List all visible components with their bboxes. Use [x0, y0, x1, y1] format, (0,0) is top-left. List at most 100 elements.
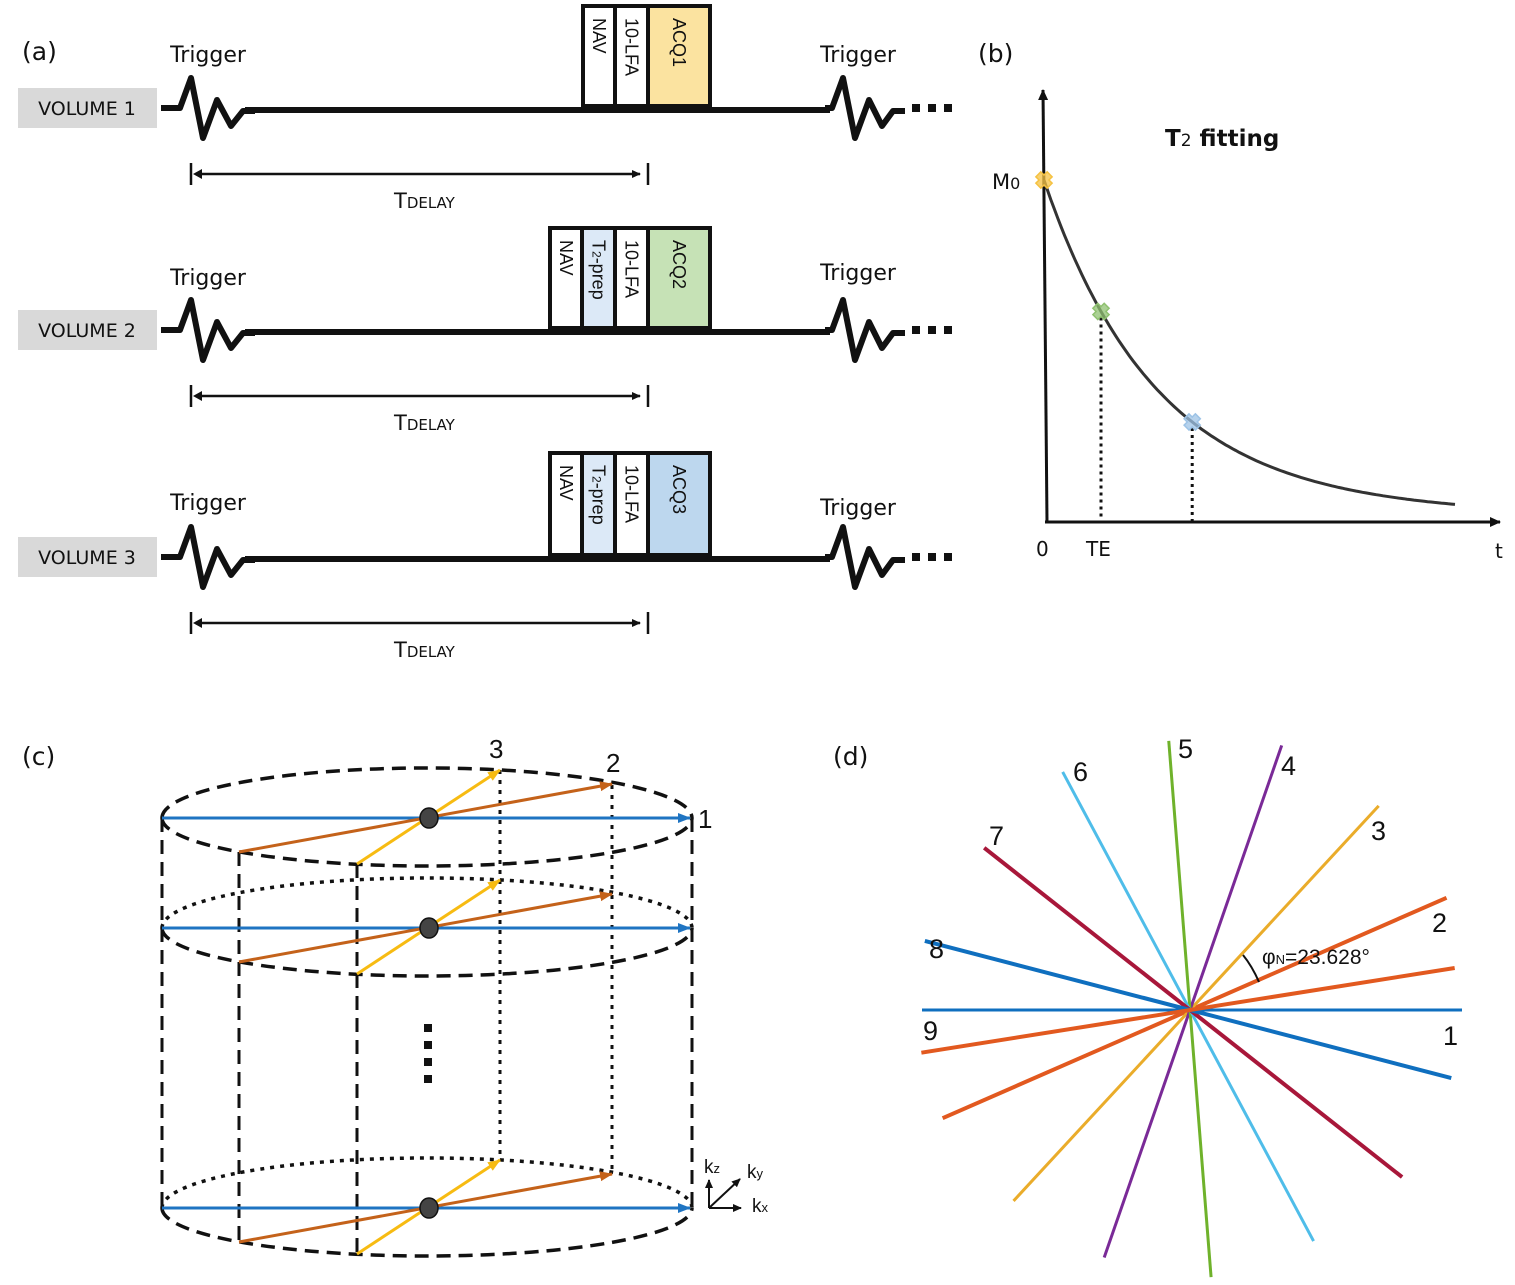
angle-arc [1242, 954, 1260, 983]
svg-text:ACQ1: ACQ1 [669, 18, 689, 67]
ellipse-front-half [160, 927, 694, 978]
sequence-block-nav: NAV [581, 4, 617, 108]
spoke-label-6: 6 [1073, 757, 1088, 787]
kz-partition-3 [160, 1156, 694, 1258]
spoke-label-3: 3 [489, 734, 503, 764]
trigger-waveform-right [825, 524, 905, 590]
svg-text:T2-prep: T2-prep [589, 240, 609, 300]
kz-label: kz [704, 1157, 720, 1178]
data-point-acq1 [1034, 170, 1054, 190]
continuation-dot [912, 553, 920, 561]
continuation-dot [928, 553, 936, 561]
ky-axis-arrow [708, 1178, 741, 1209]
sequence-block-acq3: ACQ3 [646, 451, 712, 557]
svg-text:10-LFA: 10-LFA [622, 240, 642, 298]
panel-a-label: (a) [22, 37, 57, 66]
kz-partition-2 [160, 876, 694, 978]
y-axis-label-m0: M0 [992, 170, 1020, 194]
x-tick-zero: 0 [1036, 537, 1049, 561]
continuation-dot [912, 326, 920, 334]
t2-fitting-chart: T2 fitting M0 0 TE t [992, 89, 1503, 563]
trigger-waveform-right [825, 75, 905, 141]
tdelay-arrowhead-left [193, 391, 202, 401]
svg-text:10-LFA: 10-LFA [622, 18, 642, 76]
sequence-block-acq1: ACQ1 [646, 4, 712, 108]
continuation-dot [944, 553, 952, 561]
kx-label: kx [752, 1196, 769, 1217]
x-axis-label: t [1495, 539, 1503, 563]
continuation-dot [944, 104, 952, 112]
continuation-dot [928, 326, 936, 334]
y-axis [1038, 89, 1049, 523]
sequence-block-t2-prep: T2-prep [580, 451, 617, 557]
kz-partition-1 [160, 766, 694, 868]
tdelay-label: TDELAY [393, 638, 456, 662]
spoke-label-8: 8 [929, 934, 944, 964]
volume-label: VOLUME 2 [38, 320, 136, 342]
data-point-acq3 [1183, 412, 1202, 432]
kspace-center [419, 807, 439, 829]
kspace-center [419, 917, 439, 939]
spoke-label-4: 4 [1281, 751, 1296, 781]
svg-text:NAV: NAV [556, 240, 576, 276]
sequence-block-acq2: ACQ2 [646, 226, 712, 330]
radial-spoke-4 [1102, 744, 1284, 1259]
trigger-waveform-left [161, 297, 255, 363]
angle-annotation: φN=23.628° [1262, 946, 1370, 969]
spoke-label-2: 2 [606, 748, 620, 778]
partition-ellipsis-dot [424, 1058, 432, 1066]
ellipse-back-half [160, 766, 694, 819]
radial-spoke-3 [1012, 804, 1380, 1202]
ellipse-front-half [160, 1207, 694, 1258]
ellipse-front-half [160, 817, 694, 868]
svg-text:ACQ2: ACQ2 [669, 240, 689, 289]
tdelay-arrowhead-left [193, 169, 202, 179]
trigger-waveform-right [825, 297, 905, 363]
trigger-label-right: Trigger [819, 43, 897, 68]
sequence-block-10-lfa: 10-LFA [613, 226, 650, 330]
continuation-dot [912, 104, 920, 112]
trigger-label-left: Trigger [169, 491, 247, 516]
ky-label: ky [747, 1162, 764, 1183]
spoke-label-5: 5 [1178, 734, 1193, 764]
svg-text:ACQ3: ACQ3 [669, 465, 689, 514]
partition-ellipsis-dot [424, 1041, 432, 1049]
x-tick-te: TE [1085, 537, 1111, 561]
spoke-label-2: 2 [1432, 908, 1447, 938]
volume-label-box [18, 88, 157, 128]
svg-text:10-LFA: 10-LFA [622, 465, 642, 523]
tdelay-label: TDELAY [393, 411, 456, 435]
panel-c-label: (c) [22, 742, 55, 771]
volume-label: VOLUME 3 [38, 547, 136, 569]
spoke-label-7: 7 [989, 821, 1004, 851]
decay-curve [1042, 179, 1456, 506]
svg-text:NAV: NAV [556, 465, 576, 501]
svg-text:T2-prep: T2-prep [589, 465, 609, 525]
volume-label-box [18, 537, 157, 577]
spoke-label-9: 9 [923, 1016, 938, 1046]
sequence-block-10-lfa: 10-LFA [613, 451, 650, 557]
spoke-label-1: 1 [1443, 1021, 1458, 1051]
svg-text:NAV: NAV [589, 18, 609, 54]
spoke-label-3: 3 [1371, 816, 1386, 846]
sequence-block-nav: NAV [548, 451, 584, 557]
sequence-block-nav: NAV [548, 226, 584, 330]
panel-b: (b) T2 fitting M0 0 TE t [978, 39, 1503, 563]
volume-label: VOLUME 1 [38, 98, 136, 120]
ellipse-back-half [160, 1156, 694, 1209]
continuation-dot [928, 104, 936, 112]
spoke-label-1: 1 [698, 804, 712, 834]
sequence-block-t2-prep: T2-prep [580, 226, 617, 330]
continuation-dot [944, 326, 952, 334]
kspace-center [419, 1197, 439, 1219]
volume-row: VOLUME 2 Trigger Trigger NAV T2-prep 10-LFA AC… [18, 226, 952, 435]
trigger-label-left: Trigger [169, 266, 247, 291]
chart-title: T2 fitting [1165, 126, 1279, 152]
partition-ellipsis-dot [424, 1024, 432, 1032]
kspace-axes-indicator: kz ky kx [704, 1157, 769, 1217]
trigger-label-right: Trigger [819, 261, 897, 286]
